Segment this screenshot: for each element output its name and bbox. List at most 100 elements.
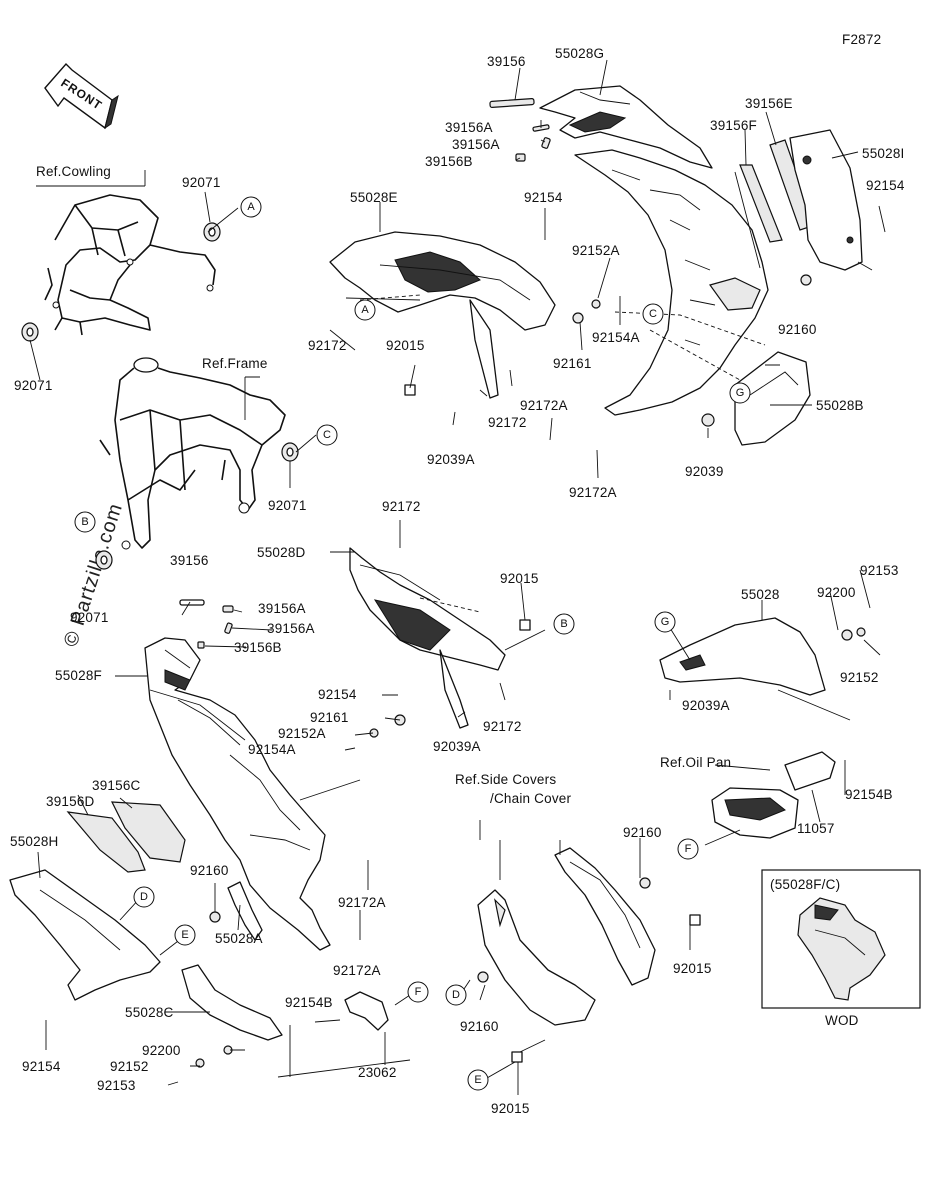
callout-G-1: G xyxy=(729,382,751,404)
svg-text:A: A xyxy=(247,201,255,213)
callout-C-2: C xyxy=(642,303,664,325)
part-label: 92154B xyxy=(845,787,893,802)
callout-F-1: F xyxy=(677,838,699,860)
callout-C-1: C xyxy=(316,424,338,446)
callout-D-2: D xyxy=(445,984,467,1006)
ref-label-frame: Ref.Frame xyxy=(202,356,268,371)
part-label: 39156A xyxy=(445,120,493,135)
ref-label-side-covers: Ref.Side Covers xyxy=(455,772,556,787)
part-23062 xyxy=(344,991,389,1031)
part-label: 39156E xyxy=(745,96,793,111)
part-label: 39156C xyxy=(92,778,141,793)
dashed-guides xyxy=(359,294,766,613)
part-label: 39156F xyxy=(710,118,757,133)
part-label: 39156B xyxy=(234,640,282,655)
svg-text:B: B xyxy=(81,516,88,528)
part-label: 92172 xyxy=(382,499,421,514)
ref-label-cowling: Ref.Cowling xyxy=(36,164,111,179)
part-55028H xyxy=(9,869,161,1001)
part-label: 92160 xyxy=(778,322,817,337)
part-label: 92015 xyxy=(386,338,425,353)
part-label: 39156 xyxy=(170,553,209,568)
figure-code: F2872 xyxy=(842,32,881,47)
part-label: 92154B xyxy=(285,995,333,1010)
part-label: 92071 xyxy=(182,175,221,190)
svg-text:C: C xyxy=(323,429,331,441)
part-label: 92152 xyxy=(840,670,879,685)
leader-lines xyxy=(29,59,886,1095)
callout-G-2: G xyxy=(654,611,676,633)
svg-text:D: D xyxy=(140,891,148,903)
part-label: 55028G xyxy=(555,46,604,61)
part-label: 39156D xyxy=(46,794,95,809)
svg-text:F: F xyxy=(415,986,422,998)
part-label: 23062 xyxy=(358,1065,397,1080)
part-label: 92015 xyxy=(491,1101,530,1116)
part-label: 92160 xyxy=(460,1019,499,1034)
ref-label-oil-pan: Ref.Oil Pan xyxy=(660,755,731,770)
part-label: 92172A xyxy=(338,895,386,910)
callout-D-1: D xyxy=(133,886,155,908)
part-label: 92015 xyxy=(673,961,712,976)
part-label: 92172 xyxy=(488,415,527,430)
part-label: 92172A xyxy=(333,963,381,978)
part-55028B xyxy=(734,351,811,446)
part-label: 55028 xyxy=(741,587,780,602)
side-cover xyxy=(477,889,596,1026)
part-55028D xyxy=(349,547,506,729)
svg-text:C: C xyxy=(649,308,657,320)
part-label: 39156A xyxy=(267,621,315,636)
callout-A-1: A xyxy=(240,196,262,218)
part-label: 55028B xyxy=(816,398,864,413)
part-label: 39156 xyxy=(487,54,526,69)
callout-B-1: B xyxy=(74,511,96,533)
part-39156F xyxy=(739,164,783,243)
svg-text:D: D xyxy=(452,989,460,1001)
part-label: 92172A xyxy=(520,398,568,413)
part-label: 11057 xyxy=(797,821,835,836)
part-label: 92152A xyxy=(572,243,620,258)
part-label: 92154A xyxy=(592,330,640,345)
part-label: 55028H xyxy=(10,834,59,849)
part-label: 92172A xyxy=(569,485,617,500)
svg-text:E: E xyxy=(181,929,188,941)
part-39156C xyxy=(110,801,186,863)
callout-A-2: A xyxy=(354,299,376,321)
part-label: 92160 xyxy=(623,825,662,840)
svg-text:F: F xyxy=(685,843,692,855)
front-arrow-icon: FRONT xyxy=(44,62,119,130)
part-label: 92200 xyxy=(142,1043,181,1058)
part-label: 39156A xyxy=(258,601,306,616)
part-label: 92152A xyxy=(278,726,326,741)
part-55028A xyxy=(227,881,263,941)
part-55028G xyxy=(489,85,713,169)
svg-text:G: G xyxy=(661,616,670,628)
part-label: 92039 xyxy=(685,464,724,479)
svg-text:E: E xyxy=(474,1074,481,1086)
part-label: 92071 xyxy=(70,610,109,625)
part-label: 92172 xyxy=(308,338,347,353)
part-label: 92152 xyxy=(110,1059,149,1074)
inset-caption: (55028F/C) xyxy=(770,877,840,892)
chain-cover xyxy=(554,847,656,986)
part-label: 92154 xyxy=(866,178,905,193)
part-55028 xyxy=(659,617,826,696)
part-label: 55028E xyxy=(350,190,398,205)
part-label: 55028C xyxy=(125,1005,174,1020)
callout-F-2: F xyxy=(407,981,429,1003)
cowling-bracket xyxy=(44,194,216,336)
part-label: 92071 xyxy=(268,498,307,513)
part-label: 92153 xyxy=(860,563,899,578)
hardware xyxy=(21,222,866,1068)
callout-E-2: E xyxy=(467,1069,489,1091)
svg-text:A: A xyxy=(361,304,369,316)
svg-text:B: B xyxy=(560,618,567,630)
ref-label-chain-cover: /Chain Cover xyxy=(490,791,571,806)
part-55028C xyxy=(181,964,283,1041)
part-label: 92154 xyxy=(524,190,563,205)
inset-footer: WOD xyxy=(825,1013,859,1028)
part-39156D xyxy=(66,811,146,873)
part-label: 92154A xyxy=(248,742,296,757)
part-label: 92153 xyxy=(97,1078,136,1093)
part-label: 92015 xyxy=(500,571,539,586)
